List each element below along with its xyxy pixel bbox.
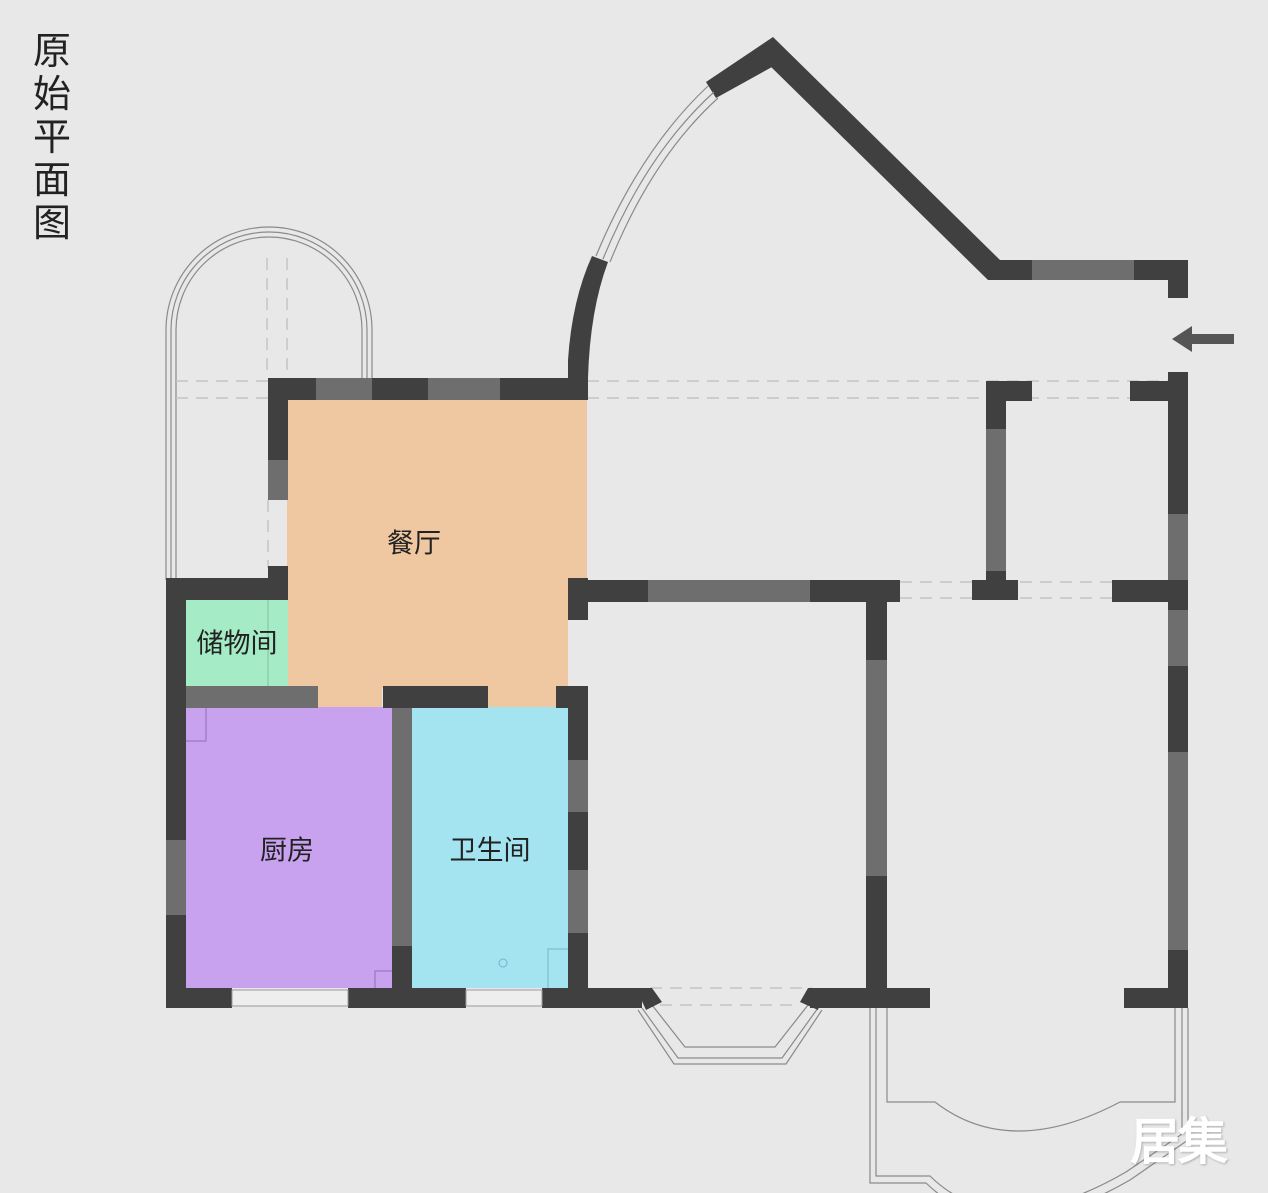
- title-char: 面: [32, 158, 71, 202]
- title-char: 原: [32, 29, 71, 73]
- room-label-dining: 餐厅: [387, 528, 441, 560]
- bay-wall-left: [636, 988, 662, 1010]
- room-label-storage: 储物间: [196, 628, 278, 660]
- windows: [231, 989, 543, 1007]
- room-label-kitchen: 厨房: [260, 835, 314, 867]
- room-dining-door-fill-1: [318, 686, 382, 708]
- room-kitchen-fill: [186, 707, 392, 988]
- title-char: 始: [32, 72, 71, 116]
- title-char: 图: [32, 201, 71, 245]
- title-char: 平: [32, 115, 71, 159]
- walls: [166, 37, 1188, 1008]
- doorway-gap: [568, 620, 588, 686]
- page-title: 原 始 平 面 图: [30, 30, 74, 245]
- curved-window: [595, 85, 719, 263]
- room-dining-fill: [287, 398, 587, 688]
- bathroom-fixtures: [498, 948, 569, 988]
- left-balcony: [165, 226, 373, 580]
- bay-wall-right: [800, 988, 824, 1010]
- room-bathroom-fill: [412, 707, 569, 988]
- kitchen-fixtures: [186, 707, 392, 988]
- room-dining-door-fill-2: [488, 686, 556, 708]
- room-label-bathroom: 卫生间: [449, 835, 531, 867]
- window-walls: [166, 260, 1188, 950]
- bay-window: [637, 1004, 823, 1065]
- room-storage-fill: [186, 598, 288, 686]
- watermark: 居集: [1130, 1113, 1228, 1171]
- right-balcony: [869, 1008, 1189, 1193]
